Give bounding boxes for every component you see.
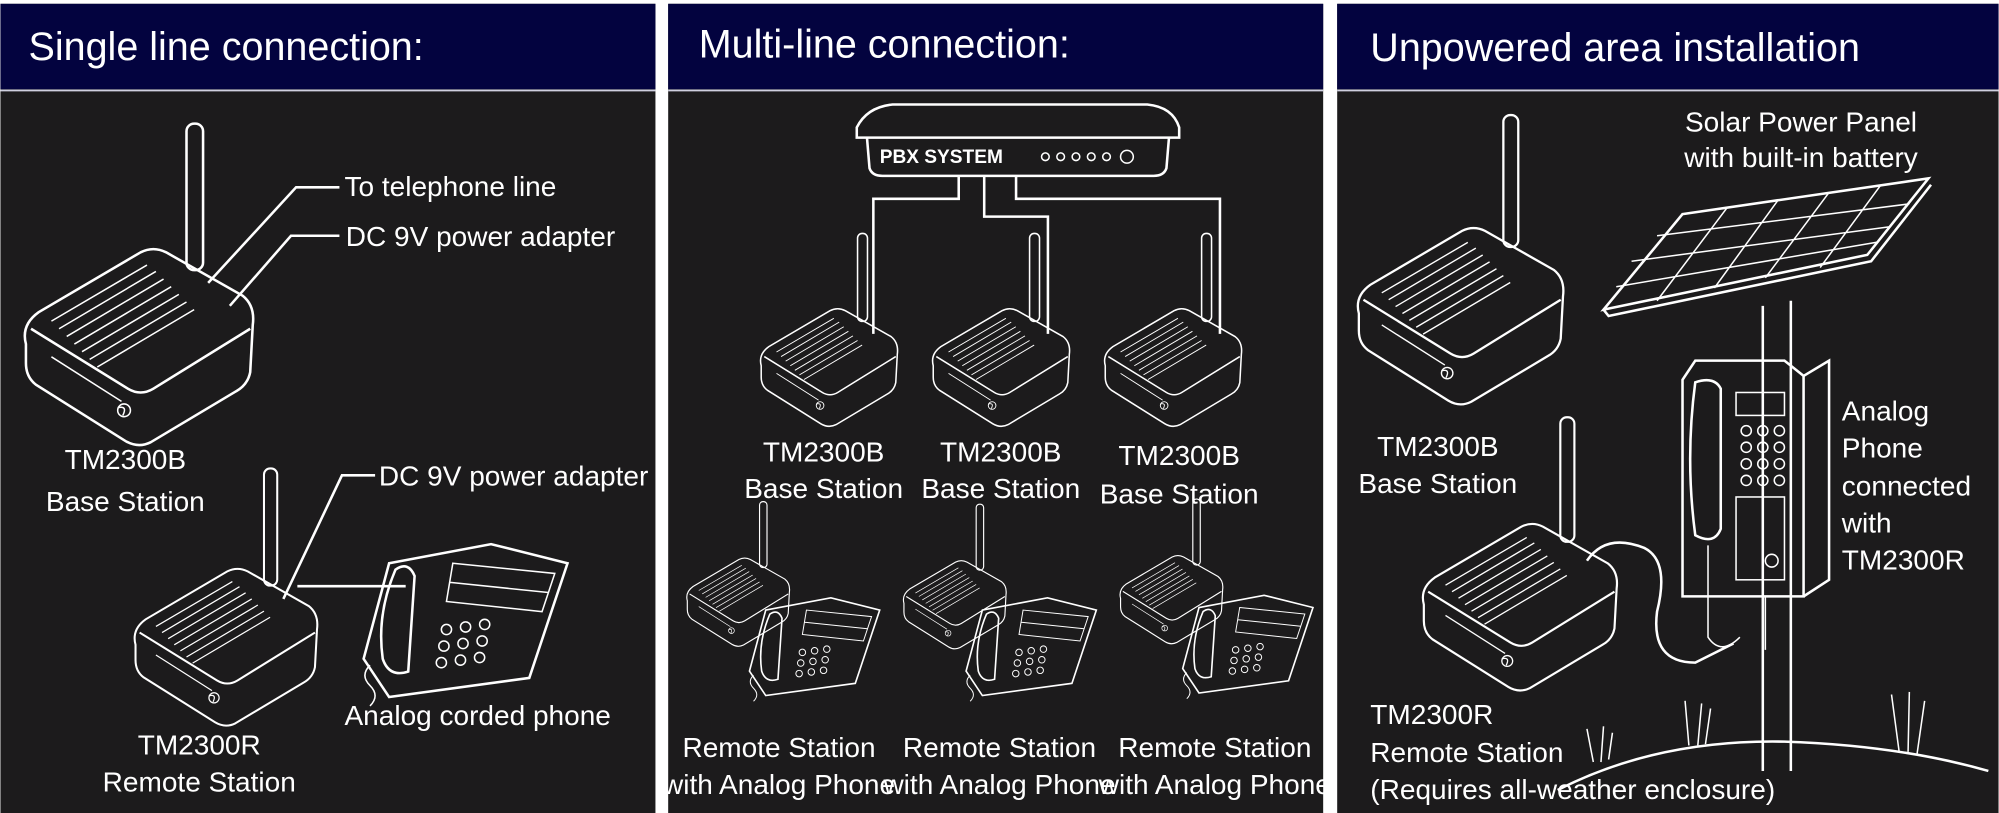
line-connection bbox=[982, 175, 1050, 334]
label-phone-line: Phone bbox=[1842, 432, 1923, 463]
phone-cable bbox=[1585, 541, 1735, 664]
label-phone-line: connected bbox=[1842, 471, 1971, 502]
label-solar-battery: with built-in battery bbox=[1683, 142, 1918, 173]
label-phone-line: TM2300R bbox=[1842, 545, 1965, 576]
label-remote-model: TM2300R bbox=[1370, 699, 1493, 730]
leader-line bbox=[282, 474, 376, 600]
line-connection bbox=[1014, 175, 1222, 334]
panel-header bbox=[0, 3, 656, 90]
panel-title: Single line connection: bbox=[28, 25, 423, 69]
label-remote-phone: with Analog Phone bbox=[1098, 769, 1331, 800]
leader-line bbox=[228, 234, 340, 307]
panel-unpowered: Unpowered area installation TM2300B Base… bbox=[1337, 3, 1999, 813]
pbx-system-icon bbox=[855, 103, 1181, 178]
panel-multi-line: Multi-line connection: PBX SYSTEM TM2300… bbox=[662, 3, 1331, 813]
grass bbox=[1586, 691, 1926, 763]
ground bbox=[1557, 740, 1989, 792]
label-base-name: Base Station bbox=[1100, 478, 1259, 509]
label-phone: Analog corded phone bbox=[345, 700, 611, 731]
label-telephone-line: To telephone line bbox=[345, 171, 557, 202]
label-remote-model: TM2300R bbox=[138, 729, 261, 760]
label-power-adapter-remote: DC 9V power adapter bbox=[379, 461, 648, 492]
label-base-name: Base Station bbox=[921, 473, 1080, 504]
label-remote: Remote Station bbox=[1118, 732, 1311, 763]
label-remote-note: (Requires all-weather enclosure) bbox=[1370, 774, 1775, 805]
label-base-model: TM2300B bbox=[1118, 440, 1239, 471]
panel-title: Multi-line connection: bbox=[699, 22, 1070, 66]
label-base-name: Base Station bbox=[1358, 468, 1517, 499]
label-base-model: TM2300B bbox=[1377, 431, 1498, 462]
label-phone-line: with bbox=[1841, 508, 1892, 539]
panel-header bbox=[668, 3, 1324, 90]
label-remote-name: Remote Station bbox=[1370, 737, 1563, 768]
panel-title: Unpowered area installation bbox=[1370, 26, 1860, 70]
label-base-model: TM2300B bbox=[763, 436, 884, 467]
panel-header bbox=[1337, 3, 1999, 90]
label-remote-name: Remote Station bbox=[103, 766, 296, 797]
label-power-adapter: DC 9V power adapter bbox=[346, 221, 615, 252]
label-base-name: Base Station bbox=[46, 486, 205, 517]
label-base-model: TM2300B bbox=[65, 444, 186, 475]
leader-line bbox=[207, 186, 340, 284]
label-base-name: Base Station bbox=[744, 473, 903, 504]
line-connection bbox=[872, 175, 960, 334]
pole bbox=[1761, 300, 1793, 771]
label-phone-line: Analog bbox=[1842, 396, 1929, 427]
solar-panel-icon bbox=[1600, 176, 1933, 318]
label-base-model: TM2300B bbox=[940, 436, 1061, 467]
panel-single-line: Single line connection: To telephone lin… bbox=[0, 3, 656, 813]
label-remote: Remote Station bbox=[682, 732, 875, 763]
label-remote: Remote Station bbox=[903, 732, 1096, 763]
pbx-label: PBX SYSTEM bbox=[880, 147, 1003, 168]
label-solar: Solar Power Panel bbox=[1685, 106, 1917, 137]
phone-enclosure-icon bbox=[1681, 358, 1831, 650]
label-remote-phone: with Analog Phone bbox=[882, 769, 1115, 800]
label-remote-phone: with Analog Phone bbox=[662, 769, 895, 800]
